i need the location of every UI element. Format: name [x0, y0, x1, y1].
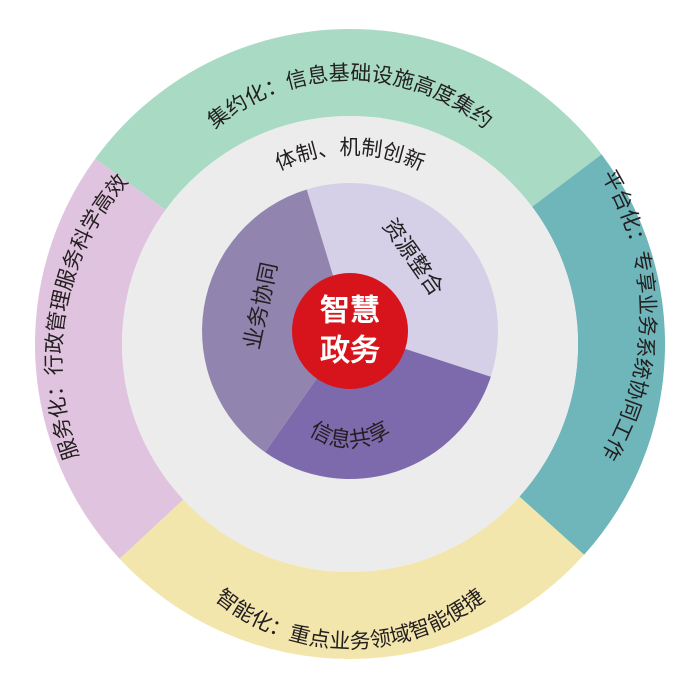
outer-ring — [35, 28, 666, 660]
center-label-line2: 政务 — [320, 334, 380, 369]
outer-segment-top — [95, 28, 602, 211]
center-circle — [292, 273, 408, 389]
outer-segment-left — [35, 158, 184, 559]
pie-sector-collab — [202, 189, 350, 453]
pie — [202, 183, 499, 479]
pie-sector-share — [265, 331, 491, 479]
outer-segment-bottom — [119, 496, 585, 660]
center-label-line1: 智慧 — [320, 294, 380, 329]
outer-segment-right — [519, 154, 666, 555]
